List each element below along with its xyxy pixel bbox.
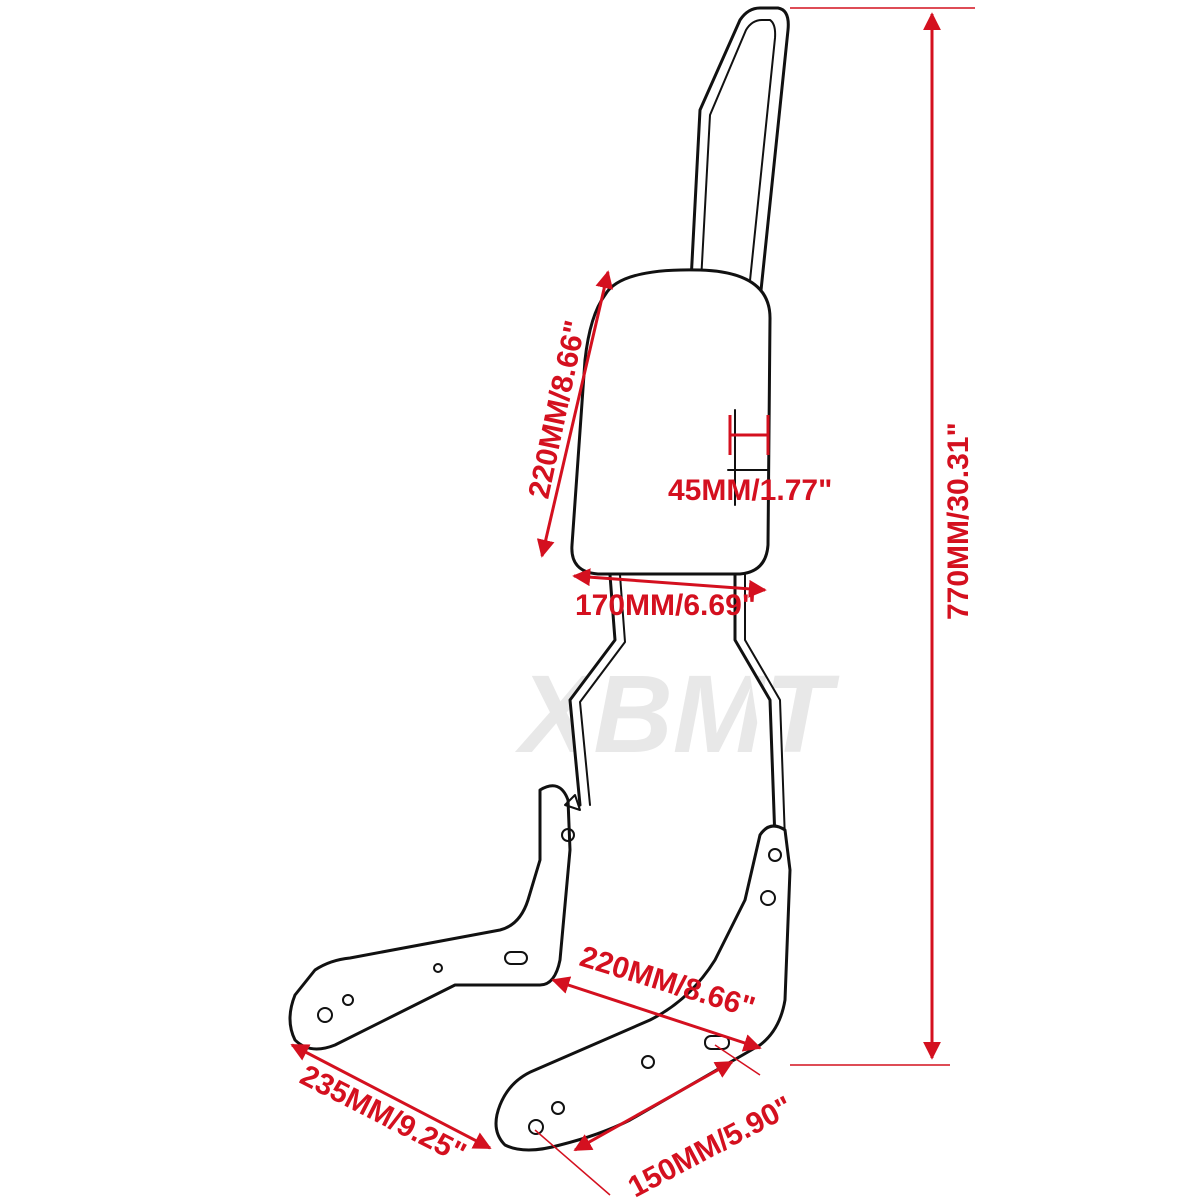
watermark-logo: XBMT: [514, 653, 839, 776]
left-side-plate: [288, 784, 581, 1051]
dim-total-height: 770MM/30.31": [790, 7, 975, 1066]
label-pad-thickness: 45MM/1.77": [668, 474, 832, 507]
label-bracket-length: 235MM/9.25": [295, 1059, 471, 1171]
sissy-bar-upright: [688, 6, 790, 302]
back-pad: [570, 268, 772, 576]
label-total-height: 770MM/30.31": [942, 422, 975, 620]
dim-pad-width: 170MM/6.69": [572, 568, 767, 622]
dim-pad-thickness: 45MM/1.77": [668, 415, 832, 507]
lower-rods: [568, 573, 786, 842]
dim-bracket-length: 235MM/9.25": [290, 1043, 492, 1171]
label-pad-width: 170MM/6.69": [575, 589, 756, 622]
